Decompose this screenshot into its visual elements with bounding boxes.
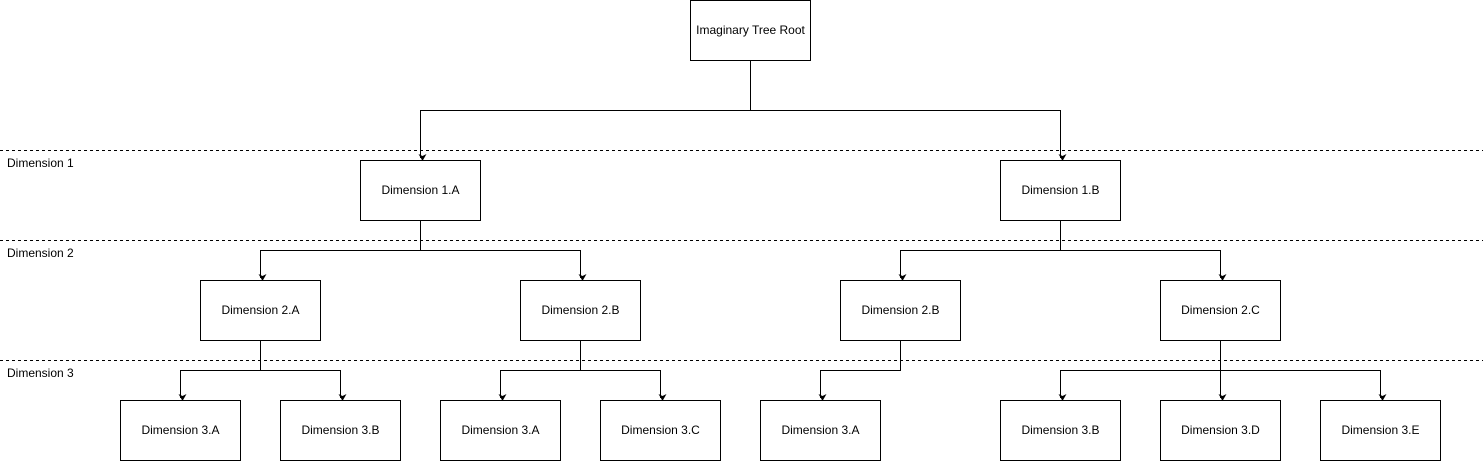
edge-d2b_l-to-d3c_2 (580, 340, 667, 401)
node-label: Dimension 3.A (461, 423, 539, 437)
node-d2a[interactable]: Dimension 2.A (200, 280, 321, 341)
node-box[interactable] (690, 0, 811, 61)
node-label: Dimension 2.B (541, 303, 619, 317)
node-label: Dimension 1.B (1021, 183, 1099, 197)
node-d3e_4[interactable]: Dimension 3.E (1320, 400, 1441, 461)
edge-d1a-to-d2a (258, 220, 421, 281)
node-box[interactable] (1320, 400, 1441, 461)
node-d3c_2[interactable]: Dimension 3.C (600, 400, 721, 461)
node-box[interactable] (600, 400, 721, 461)
node-label: Dimension 3.A (141, 423, 219, 437)
edge-d1b-to-d2b_r (898, 220, 1061, 281)
node-d1b[interactable]: Dimension 1.B (1000, 160, 1121, 221)
node-label: Dimension 3.A (781, 423, 859, 437)
node-label: Imaginary Tree Root (696, 23, 805, 37)
node-box[interactable] (1000, 400, 1121, 461)
node-box[interactable] (840, 280, 961, 341)
node-root[interactable]: Imaginary Tree Root (690, 0, 811, 61)
node-box[interactable] (760, 400, 881, 461)
edge-root-to-d1a (418, 60, 751, 161)
lane-label-dim2: Dimension 2 (7, 246, 74, 260)
node-box[interactable] (440, 400, 561, 461)
node-label: Dimension 3.D (1181, 423, 1260, 437)
node-box[interactable] (1160, 280, 1281, 341)
node-d3a_2[interactable]: Dimension 3.A (440, 400, 561, 461)
edge-root-to-d1b (750, 60, 1067, 161)
node-box[interactable] (200, 280, 321, 341)
edge-d2c-to-d3e_4 (1220, 340, 1387, 401)
edge-d2a-to-d3b_1 (260, 340, 347, 401)
node-d3b_1[interactable]: Dimension 3.B (280, 400, 401, 461)
edge-d1b-to-d2c (1060, 220, 1227, 281)
node-d3d_4[interactable]: Dimension 3.D (1160, 400, 1281, 461)
node-label: Dimension 2.B (861, 303, 939, 317)
edge-d2a-to-d3a_1 (178, 340, 261, 401)
node-box[interactable] (360, 160, 481, 221)
node-d2b_l[interactable]: Dimension 2.B (520, 280, 641, 341)
node-box[interactable] (520, 280, 641, 341)
edge-d1a-to-d2b_l (420, 220, 587, 281)
edge-d2b_r-to-d3a_3 (818, 340, 901, 401)
node-label: Dimension 1.A (381, 183, 459, 197)
node-label: Dimension 3.E (1341, 423, 1419, 437)
edge-d2b_l-to-d3a_2 (498, 340, 581, 401)
node-d2c[interactable]: Dimension 2.C (1160, 280, 1281, 341)
node-d3a_3[interactable]: Dimension 3.A (760, 400, 881, 461)
edge-d2c-to-d3b_4 (1058, 340, 1221, 401)
node-label: Dimension 3.B (301, 423, 379, 437)
node-box[interactable] (1000, 160, 1121, 221)
node-d2b_r[interactable]: Dimension 2.B (840, 280, 961, 341)
node-d3b_4[interactable]: Dimension 3.B (1000, 400, 1121, 461)
node-label: Dimension 2.C (1181, 303, 1260, 317)
lane-label-dim3: Dimension 3 (7, 366, 74, 380)
node-label: Dimension 2.A (221, 303, 299, 317)
lane-label-dim1: Dimension 1 (7, 156, 74, 170)
node-label: Dimension 3.C (621, 423, 700, 437)
node-d1a[interactable]: Dimension 1.A (360, 160, 481, 221)
node-box[interactable] (1160, 400, 1281, 461)
node-label: Dimension 3.B (1021, 423, 1099, 437)
node-d3a_1[interactable]: Dimension 3.A (120, 400, 241, 461)
